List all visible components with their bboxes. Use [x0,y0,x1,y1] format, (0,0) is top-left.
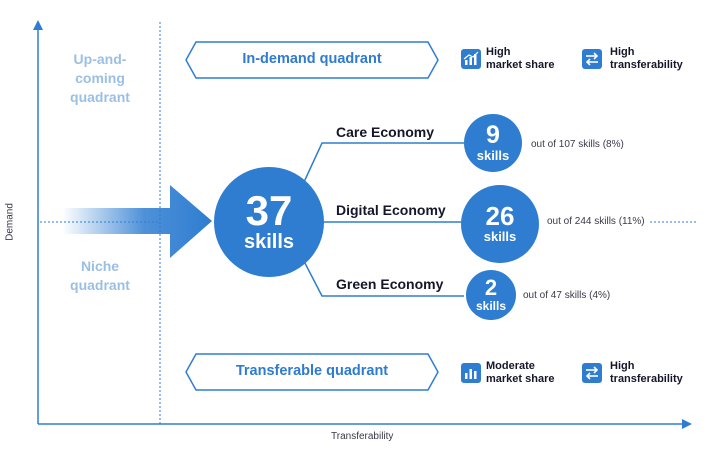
up-and-coming-quadrant-label: Up-and- coming quadrant [70,51,130,105]
transferable-transferability-text: High transferability [610,360,683,385]
y-axis-arrowhead [33,20,43,30]
digital-economy-number: 26 [485,201,515,231]
flow-arrow [62,185,212,258]
bar-chart-icon [461,363,481,383]
economy-label-digital: Digital Economy [336,202,446,218]
in-demand-transferability-text: High transferability [610,46,683,71]
transfer-arrows-icon [582,363,602,383]
x-axis-label: Transferability [331,431,394,442]
care-economy-circle: 9 skills [464,114,522,172]
economy-label-green: Green Economy [336,276,444,292]
in-demand-market-share-text: High market share [486,46,555,71]
care-economy-out-of: out of 107 skills (8%) [531,139,624,150]
care-economy-number: 9 [486,121,500,149]
transferable-market-share-text: Moderate market share [486,360,555,385]
green-economy-unit: skills [475,298,507,313]
transfer-arrows-icon [582,49,602,69]
green-economy-circle: 2 skills [466,270,516,320]
total-skills-number: 37 [245,187,293,234]
economy-label-care: Care Economy [336,124,435,140]
y-axis-label: Demand [4,203,16,241]
in-demand-banner-shape [185,41,439,79]
transferable-quadrant-label: Transferable quadrant [235,363,389,379]
transferable-banner-shape [185,353,439,391]
in-demand-quadrant-label: In-demand quadrant [242,51,382,67]
total-skills-unit: skills [243,231,295,253]
bar-chart-icon [461,49,481,69]
digital-economy-circle: 26 skills [461,185,539,263]
niche-quadrant-label: Niche quadrant [70,258,130,293]
care-economy-unit: skills [476,148,510,163]
green-economy-number: 2 [484,274,498,300]
digital-economy-unit: skills [483,229,517,244]
x-axis-arrowhead [682,419,692,429]
total-skills-circle: 37 skills [214,167,324,277]
green-economy-out-of: out of 47 skills (4%) [523,290,611,301]
digital-economy-out-of: out of 244 skills (11%) [547,216,645,227]
